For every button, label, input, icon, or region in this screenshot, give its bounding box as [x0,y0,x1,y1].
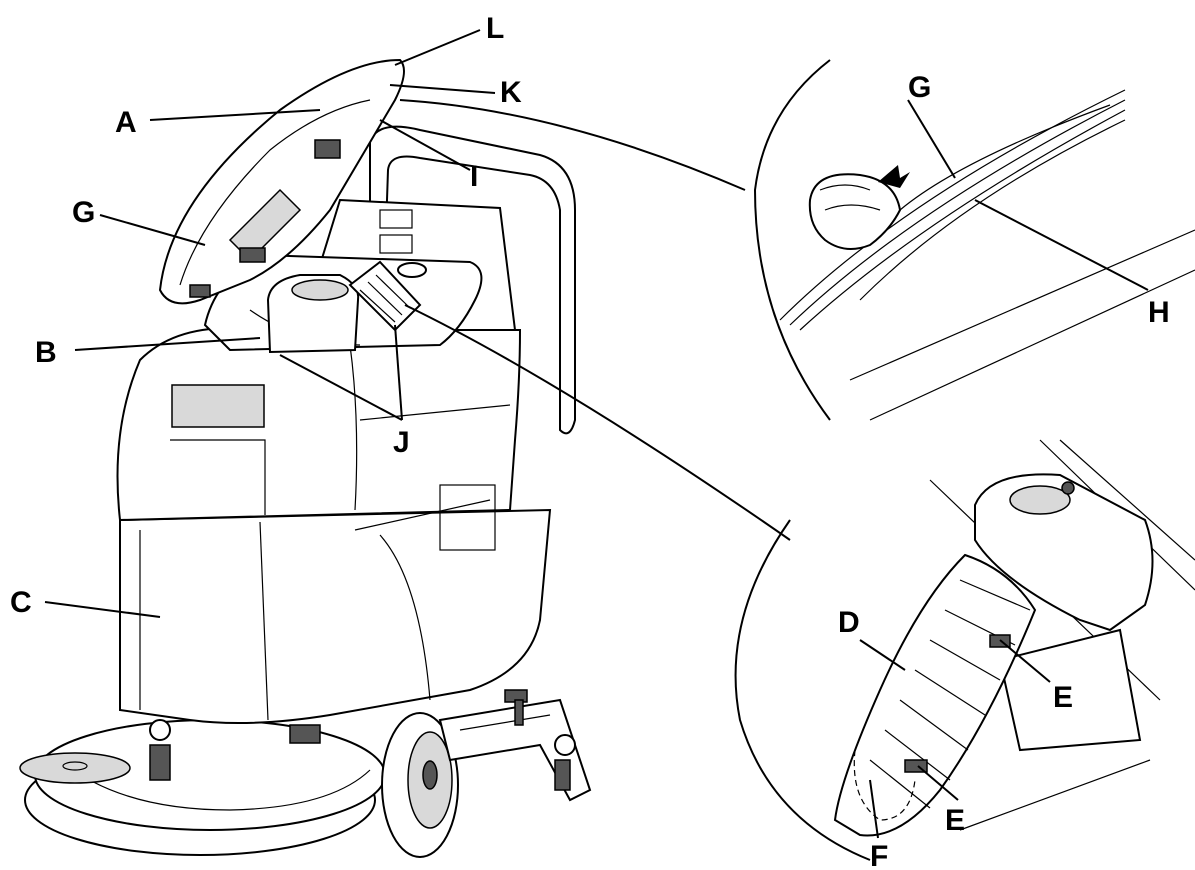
detail-lid-seal [399,59,1195,421]
label-E-lower: E [945,804,965,837]
label-H: H [1148,296,1170,329]
brush-deck [19,719,386,856]
label-D: D [838,606,860,639]
lower-body [119,508,552,725]
label-F: F [870,840,888,870]
label-C: C [10,586,32,619]
handle [369,125,576,435]
leader-lines [44,29,1149,839]
label-B: B [35,336,57,369]
squeegee-assembly [438,689,592,802]
display-panel [171,384,265,428]
solution-filter [833,553,1037,837]
label-G: G [72,196,95,229]
solution-filter-small [348,260,422,332]
wheel [381,712,459,858]
detail-filter [404,304,1195,861]
lid [158,58,405,305]
detergent-tank [266,262,427,354]
label-K: K [500,76,522,109]
label-J: J [393,426,410,459]
label-G-detail: G [908,71,931,104]
callout-labels: A L K I G B J C G H D E E F [10,12,1170,870]
label-L: L [486,12,504,45]
tank-body-detail [974,473,1154,752]
arrow-icon [878,165,910,188]
hand-icon [808,173,902,250]
label-A: A [115,106,137,139]
label-E-upper: E [1053,681,1073,714]
label-I: I [470,160,478,193]
scrubber-machine [19,58,592,858]
upper-body [116,327,522,522]
